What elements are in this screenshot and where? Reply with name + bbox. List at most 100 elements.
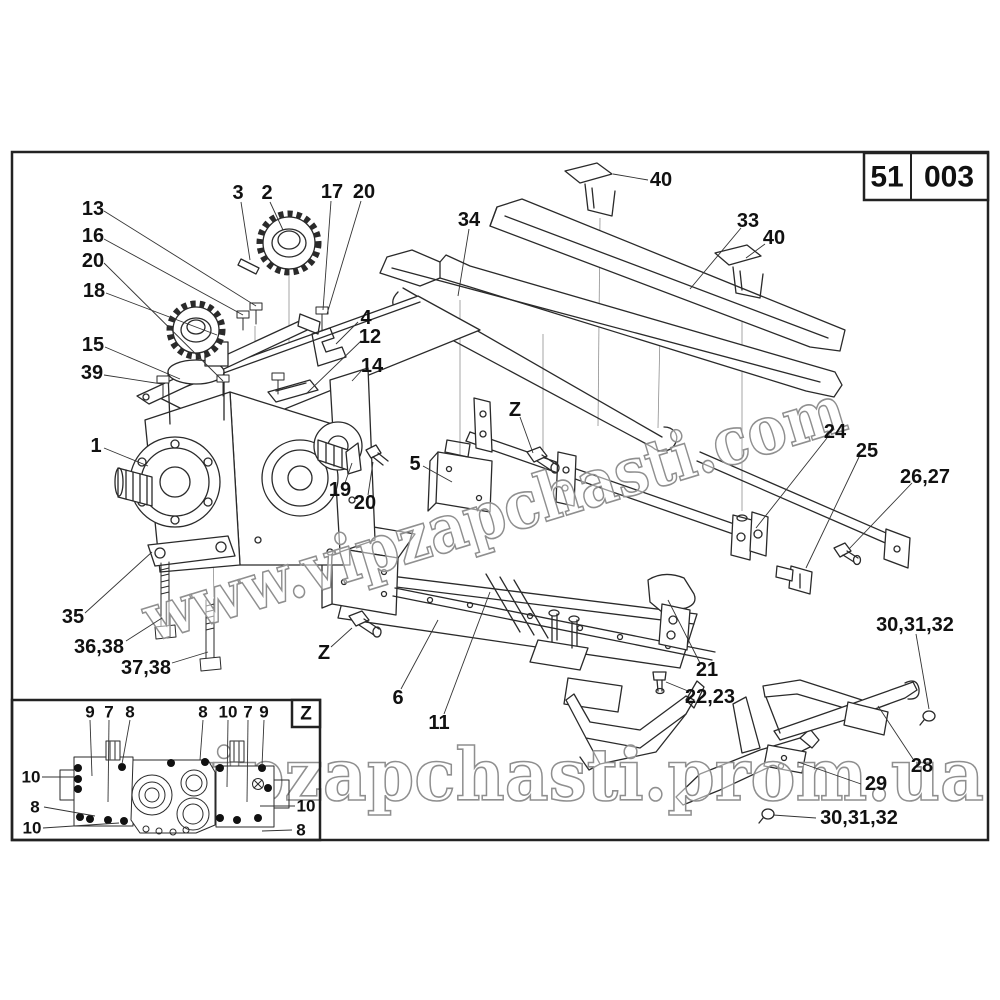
leader-line: [877, 705, 914, 760]
diagram-border: [10, 150, 990, 842]
part-label-8: 8: [125, 703, 134, 722]
leader-line: [745, 243, 766, 259]
part-label-10: 10: [23, 819, 42, 838]
leader-line: [612, 173, 649, 181]
skid-29: [675, 696, 820, 806]
bracket-4: [311, 327, 347, 367]
u-bolt-36-38: [154, 561, 177, 640]
part-label-6: 6: [392, 687, 403, 709]
leader-line: [121, 719, 131, 765]
leader-line: [344, 462, 353, 484]
leader-line: [848, 482, 913, 550]
part-label-28: 28: [911, 755, 933, 777]
z-bolt-bottom: [348, 610, 382, 638]
part-label-10: 10: [22, 768, 41, 787]
leader-line: [322, 200, 332, 311]
leader-line: [805, 456, 860, 569]
hanger-bracket: [473, 397, 577, 507]
part-label-20: 20: [354, 492, 376, 514]
part-label-8: 8: [296, 821, 305, 840]
leader-line: [797, 761, 862, 785]
leader-line: [261, 829, 293, 832]
cover-strip-34: [379, 249, 843, 398]
page-code-box: 51 003: [862, 151, 990, 202]
leader-line: [351, 368, 364, 382]
inset-bolt-positions: [74, 758, 272, 825]
clip-plate-40-right: [714, 244, 764, 299]
leader-line: [326, 200, 362, 315]
leader-line: [422, 465, 453, 483]
part-label-26-27: 26,27: [900, 466, 950, 488]
part-label-21: 21: [696, 659, 718, 681]
input-shaft-splined: [114, 467, 153, 507]
part-label-34: 34: [458, 209, 481, 231]
part-label-25: 25: [856, 440, 878, 462]
part-label-12: 12: [359, 326, 381, 348]
part-label-8: 8: [198, 703, 207, 722]
u-bolt-37-38: [199, 598, 222, 672]
wedge-19-and-bolt-20: [345, 442, 389, 475]
part-label-36-38: 36,38: [74, 636, 124, 658]
part-label-30-31-32: 30,31,32: [820, 807, 898, 829]
part-label-15: 15: [82, 334, 104, 356]
part-label-10: 10: [297, 797, 316, 816]
watermark-horizontal: vipzapchasti.prom.ua: [170, 732, 984, 817]
part-label-37-38: 37,38: [121, 657, 171, 679]
part-label-35: 35: [62, 606, 84, 628]
leader-line: [171, 651, 209, 664]
leader-line: [261, 719, 265, 767]
leader-line: [246, 719, 249, 803]
part-label-20: 20: [353, 181, 375, 203]
part-label-7: 7: [243, 703, 252, 722]
part-label-16: 16: [82, 225, 104, 247]
part-label-7: 7: [104, 703, 113, 722]
part-label-Z: Z: [509, 399, 521, 421]
leader-line: [125, 617, 163, 642]
bolt-22-23: [652, 671, 667, 695]
inset-gearbox-rear-view: [59, 740, 290, 836]
inset-corner-tag: Z: [300, 704, 312, 725]
leader-lines: [42, 173, 930, 832]
part-label-4: 4: [360, 307, 372, 329]
filler-cap-18: [166, 300, 226, 360]
screw-30-31-32-right: [919, 710, 936, 726]
screw-30-31-32-bottom: [758, 808, 775, 824]
leader-line: [755, 437, 828, 529]
leader-line: [457, 228, 470, 297]
clamp-bar-35: [147, 535, 236, 567]
part-label-14: 14: [361, 355, 384, 377]
small-bolts-top: [156, 302, 329, 398]
leader-line: [84, 551, 153, 614]
leader-line: [240, 201, 251, 261]
shackle-link-24: [730, 511, 769, 561]
part-label-22-23: 22,23: [685, 686, 735, 708]
pin-3: [237, 258, 260, 275]
part-label-29: 29: [865, 773, 887, 795]
leader-line: [367, 461, 374, 496]
part-label-40: 40: [650, 169, 672, 191]
part-label-5: 5: [409, 453, 420, 475]
part-label-1: 1: [90, 435, 101, 457]
leader-line: [667, 599, 701, 664]
pto-shaft-splined: [317, 439, 349, 471]
leader-line: [107, 719, 110, 803]
part-label-24: 24: [824, 421, 847, 443]
leader-line: [519, 416, 534, 454]
gearbox-housing-1: [129, 341, 376, 573]
leader-line: [689, 227, 742, 290]
part-label-11: 11: [428, 712, 449, 734]
part-label-Z: Z: [318, 642, 330, 664]
leader-line: [335, 321, 359, 345]
part-label-3: 3: [232, 182, 243, 204]
pivot-casting-21: [647, 573, 696, 651]
rear-rail: [465, 431, 911, 569]
part-label-39: 39: [81, 362, 103, 384]
leader-line: [400, 619, 439, 690]
leader-line: [772, 814, 817, 819]
part-label-2: 2: [261, 182, 272, 204]
part-label-9: 9: [85, 703, 94, 722]
part-label-20: 20: [82, 250, 104, 272]
part-label-10: 10: [219, 703, 238, 722]
